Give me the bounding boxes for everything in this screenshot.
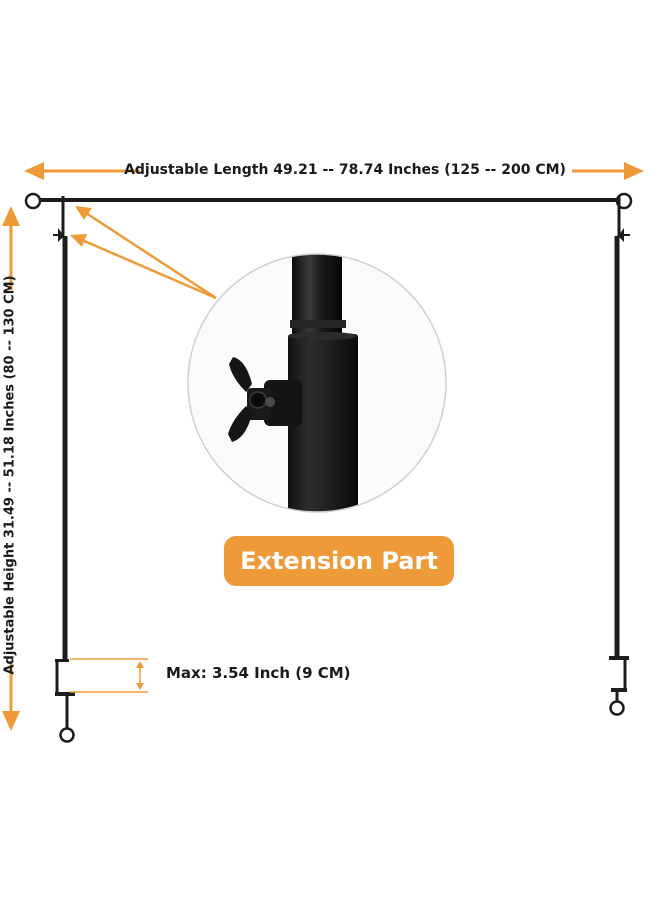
- max-clamp-label: Max: 3.54 Inch (9 CM): [166, 664, 351, 682]
- left-pole: [53, 196, 68, 660]
- right-pole: [614, 196, 630, 658]
- top-rod: [24, 192, 633, 210]
- left-clamp-icon: [55, 659, 75, 743]
- extension-part-badge: Extension Part: [224, 536, 454, 586]
- clamp-measurement: [70, 658, 148, 693]
- adjustable-height-label: Adjustable Height 31.49 -- 51.18 Inches …: [2, 275, 18, 675]
- right-clamp-icon: [609, 656, 629, 716]
- callout-arrows: [70, 206, 217, 300]
- length-arrow-left: [24, 162, 140, 180]
- wing-nut-icon: [228, 357, 302, 442]
- height-arrow-bottom: [2, 662, 20, 731]
- extension-zoom-detail: [187, 253, 447, 513]
- adjustable-length-label: Adjustable Length 49.21 -- 78.74 Inches …: [124, 162, 566, 178]
- length-arrow-right: [572, 162, 644, 180]
- height-arrow-top: [2, 206, 20, 290]
